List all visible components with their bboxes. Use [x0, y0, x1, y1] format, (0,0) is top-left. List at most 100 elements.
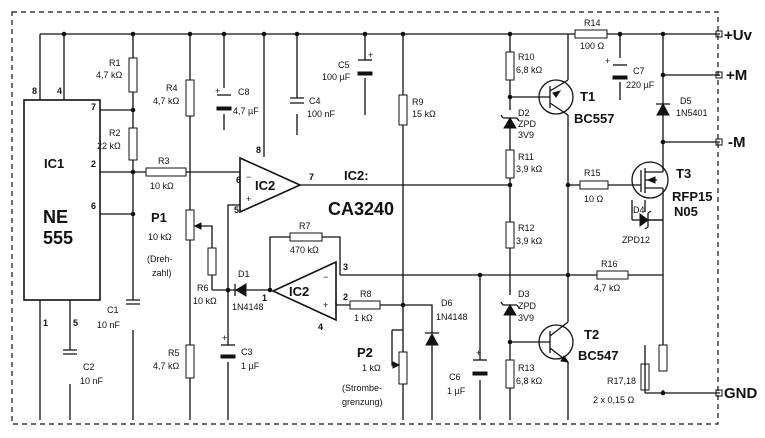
r14-body [574, 29, 608, 39]
p1-note-line2: zahl) [152, 268, 172, 278]
c3-value: 1 µF [241, 361, 260, 371]
r9-ref: R9 [412, 97, 424, 107]
p1-ref: P1 [151, 210, 167, 225]
r10-body [505, 51, 515, 81]
svg-text:+: + [215, 86, 220, 96]
ic1-ne555: IC1 NE 555 8 4 7 2 6 1 5 [23, 86, 101, 328]
d6-value: 1N4148 [436, 312, 468, 322]
svg-text:+: + [476, 348, 481, 358]
c7-ref: C7 [633, 66, 645, 76]
d3-ref: D3 [518, 289, 530, 299]
r11-value: 3,9 kΩ [516, 164, 543, 174]
svg-text:+: + [368, 50, 373, 60]
d4-value: ZPD12 [622, 235, 650, 245]
ic2-pin-5: 5 [234, 205, 239, 215]
svg-text:+: + [323, 300, 328, 310]
r8-body [349, 300, 381, 310]
potentiometer-p2: P2 1 kΩ (Strombe- grenzung) [342, 329, 408, 407]
r17-body [640, 363, 650, 391]
r3-ref: R3 [158, 156, 170, 166]
terminal-gnd-label: GND [724, 385, 758, 402]
r10-ref: R10 [518, 52, 535, 62]
ic1-pin-8: 8 [32, 86, 37, 96]
ic1-type-line1: NE [43, 207, 68, 227]
r10-value: 6,8 kΩ [516, 65, 543, 75]
r15-value: 10 Ω [584, 194, 604, 204]
d6-ref: D6 [441, 298, 453, 308]
c6-value: 1 µF [447, 386, 466, 396]
ic2-pin-8: 8 [256, 145, 261, 155]
r12-body [505, 221, 515, 249]
c6-ref: C6 [449, 372, 461, 382]
p2-note-line2: grenzung) [342, 397, 383, 407]
capacitors: C1 10 nF C2 10 nF + C3 1 µF C4 100 nF + … [63, 50, 655, 396]
resistors: R1 4,7 kΩ R2 22 kΩ R3 10 kΩ R4 4,7 kΩ R5… [96, 18, 668, 405]
t1-value: BC557 [574, 111, 614, 126]
r12-ref: R12 [518, 223, 535, 233]
svg-text:−: − [246, 172, 251, 182]
c8-ref: C8 [238, 87, 250, 97]
ic1-pin-1: 1 [43, 318, 48, 328]
svg-text:−: − [323, 272, 328, 282]
c7-value: 220 µF [626, 80, 655, 90]
ic1-pin-4: 4 [57, 86, 62, 96]
ic2-pin-4: 4 [318, 322, 323, 332]
p2-ref: P2 [357, 345, 373, 360]
transistor-t3-mosfet: T3 RFP15 N05 [631, 160, 712, 219]
r9-body [398, 94, 408, 126]
r14-ref: R14 [584, 18, 601, 28]
r7-value: 470 kΩ [290, 245, 319, 255]
t3-ref: T3 [676, 166, 691, 181]
r2-value: 22 kΩ [97, 141, 121, 151]
r13-ref: R13 [518, 363, 535, 373]
d1-ref: D1 [238, 269, 250, 279]
terminals: +Uv +M -M GND [715, 27, 758, 402]
r17-18-value: 2 x 0,15 Ω [593, 395, 635, 405]
ic1-pin-2: 2 [91, 159, 96, 169]
ic1-pin-5: 5 [73, 318, 78, 328]
p2-note-line1: (Strombe- [342, 383, 382, 393]
r15-ref: R15 [584, 168, 601, 178]
r13-value: 6,8 kΩ [516, 376, 543, 386]
r1-ref: R1 [109, 58, 121, 68]
r17-18-ref: R17,18 [607, 376, 636, 386]
d5-value: 1N5401 [676, 108, 708, 118]
ic2-lower-label: IC2 [289, 284, 309, 299]
t2-value: BC547 [578, 348, 618, 363]
r11-ref: R11 [518, 152, 534, 162]
t3-value-line1: RFP15 [672, 189, 712, 204]
ic2-pin-2: 2 [343, 292, 348, 302]
junctions [61, 31, 666, 396]
r3-value: 10 kΩ [150, 181, 174, 191]
p1-note-line1: (Dreh- [147, 254, 173, 264]
c1-ref: C1 [107, 305, 119, 315]
p2-value: 1 kΩ [362, 363, 381, 373]
r3-body [145, 167, 187, 177]
r18-body [658, 344, 668, 372]
r5-ref: R5 [168, 348, 180, 358]
r2-ref: R2 [109, 128, 121, 138]
r4-value: 4,7 kΩ [153, 96, 180, 106]
r1-value: 4,7 kΩ [96, 70, 123, 80]
c8-value: 4,7 µF [233, 106, 259, 116]
terminal-minus-m-label: -M [728, 134, 746, 151]
c5-value: 100 µF [322, 72, 351, 82]
board-outline [11, 11, 719, 425]
svg-text:+: + [222, 333, 227, 343]
ic1-pin-7: 7 [91, 102, 96, 112]
c1-value: 10 nF [97, 320, 121, 330]
terminal-uv-label: +Uv [724, 27, 753, 44]
r16-body [596, 270, 629, 280]
transistor-t2: T2 BC547 [538, 321, 618, 363]
d3-value: 3V9 [518, 313, 534, 323]
c3-ref: C3 [241, 347, 253, 357]
r7-ref: R7 [299, 221, 311, 231]
ic2-pin-1: 1 [262, 293, 267, 303]
d5-ref: D5 [680, 96, 692, 106]
r5-body [185, 344, 195, 379]
r13-body [505, 359, 515, 389]
ic2-lower-opamp: − + IC2 3 2 1 4 [262, 260, 348, 332]
t1-ref: T1 [580, 89, 595, 104]
c4-ref: C4 [309, 96, 321, 106]
